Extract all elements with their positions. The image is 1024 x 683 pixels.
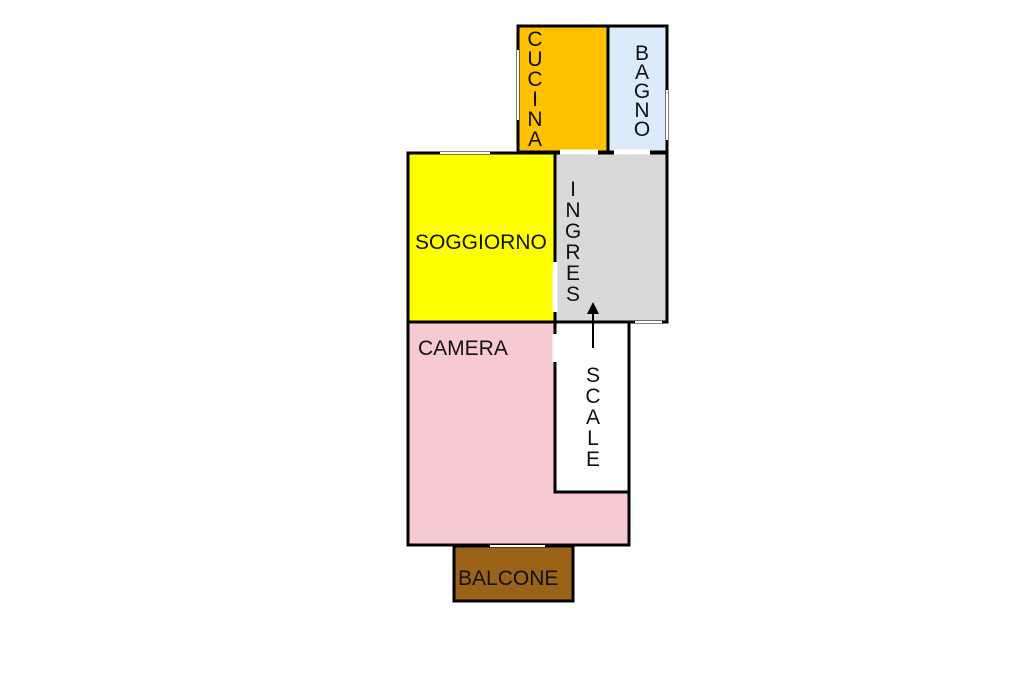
label-soggiorno: SOGGIORNO [415, 231, 547, 254]
v-cucina-letter: N [527, 108, 542, 131]
v-ingresso-letter: R [565, 241, 580, 264]
v-bagno-letter: A [635, 61, 649, 84]
v-cucina-letter: I [532, 88, 538, 111]
door-openings [552, 149, 650, 362]
v-ingresso-letter: S [566, 283, 580, 306]
v-ingresso-letter: E [566, 262, 580, 285]
v-scale-letter: A [586, 406, 600, 429]
v-bagno-letter: G [634, 80, 650, 103]
v-scale-letter: C [585, 385, 600, 408]
v-ingresso-letter: I [570, 178, 576, 201]
v-scale-letter: L [587, 427, 599, 450]
label-camera: CAMERA [418, 337, 508, 360]
v-bagno-letter: N [634, 99, 649, 122]
arrow-up-icon [587, 302, 599, 348]
v-scale-letter: S [586, 364, 600, 387]
v-bagno-letter: O [634, 118, 650, 141]
v-cucina-letter: A [528, 128, 542, 151]
v-bagno-letter: B [635, 42, 649, 65]
v-cucina-letter: C [527, 28, 542, 51]
label-balcone: BALCONE [458, 567, 558, 590]
room-ingresso[interactable] [553, 151, 669, 324]
window-marks [440, 50, 668, 547]
v-ingresso-letter: N [565, 199, 580, 222]
v-ingresso-letter: G [565, 220, 581, 243]
v-scale-letter: E [586, 448, 600, 471]
v-cucina-letter: C [527, 68, 542, 91]
v-cucina-letter: U [527, 48, 542, 71]
room-balcone[interactable] [452, 544, 575, 603]
